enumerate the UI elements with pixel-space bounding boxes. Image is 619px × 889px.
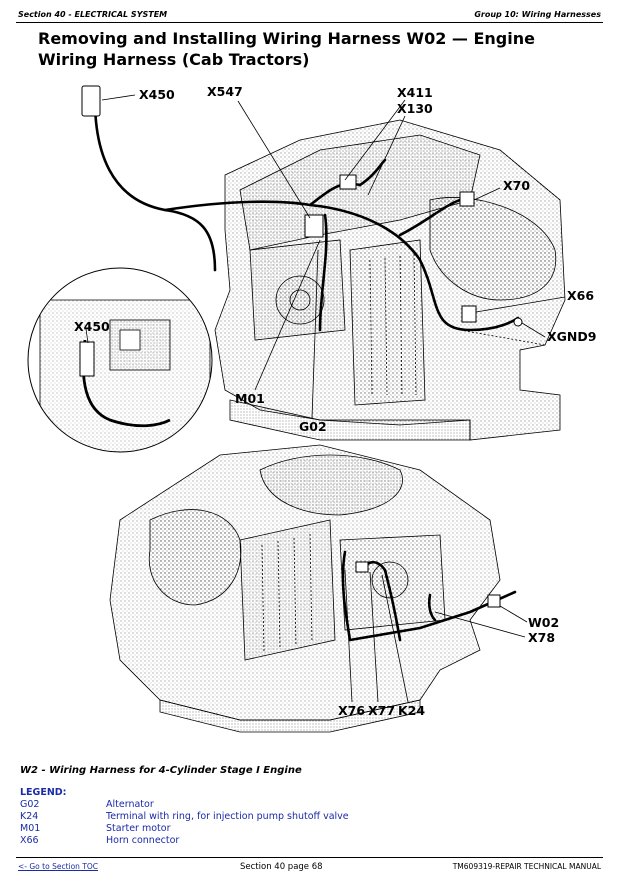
page-title: Removing and Installing Wiring Harness W…	[38, 29, 535, 69]
legend-description: Alternator	[106, 799, 154, 810]
top-engine-drawing	[214, 119, 566, 441]
legend-row: X66 Horn connector	[20, 835, 349, 847]
figure-caption: W2 - Wiring Harness for 4-Cylinder Stage…	[20, 765, 302, 776]
callout-x411: X411	[397, 85, 433, 100]
legend-row: G02 Alternator	[20, 799, 349, 811]
callout-inset-x450: X450	[74, 319, 110, 334]
manual-id: TM609319-REPAIR TECHNICAL MANUAL	[452, 862, 601, 871]
callout-w02: W02	[528, 615, 559, 630]
header-divider	[16, 22, 603, 23]
legend-description: Starter motor	[106, 823, 171, 834]
callout-x70: X70	[503, 178, 530, 193]
callout-g02: G02	[299, 419, 327, 434]
callout-x78: X78	[528, 630, 555, 645]
bottom-engine-drawing	[109, 444, 501, 733]
legend: LEGEND: G02 Alternator K24 Terminal with…	[20, 787, 349, 847]
go-to-section-toc-link[interactable]: <- Go to Section TOC	[18, 862, 99, 871]
legend-code: X66	[20, 835, 39, 846]
legend-code: K24	[20, 811, 39, 822]
bottom-leader-lines	[344, 569, 528, 703]
group-header: Group 10: Wiring Harnesses	[474, 10, 601, 19]
callout-x66: X66	[567, 288, 594, 303]
callout-x130: X130	[397, 101, 433, 116]
callout-x450: X450	[139, 87, 175, 102]
legend-description: Terminal with ring, for injection pump s…	[106, 811, 349, 822]
legend-description: Horn connector	[106, 835, 180, 846]
callout-x547: X547	[207, 84, 243, 99]
footer-divider	[16, 857, 603, 858]
callout-k24: K24	[398, 703, 425, 718]
legend-heading: LEGEND:	[20, 787, 67, 798]
legend-row: K24 Terminal with ring, for injection pu…	[20, 811, 349, 823]
inset-detail	[27, 267, 213, 453]
legend-row: M01 Starter motor	[20, 823, 349, 835]
page-number: Section 40 page 68	[240, 862, 323, 872]
callout-x77: X77	[368, 703, 395, 718]
legend-code: G02	[20, 799, 40, 810]
section-header: Section 40 - ELECTRICAL SYSTEM	[18, 10, 168, 19]
callout-m01: M01	[235, 391, 265, 406]
callout-x76: X76	[338, 703, 365, 718]
top-leader-lines	[101, 94, 566, 419]
legend-code: M01	[20, 823, 41, 834]
callout-xgnd9: XGND9	[547, 329, 596, 344]
